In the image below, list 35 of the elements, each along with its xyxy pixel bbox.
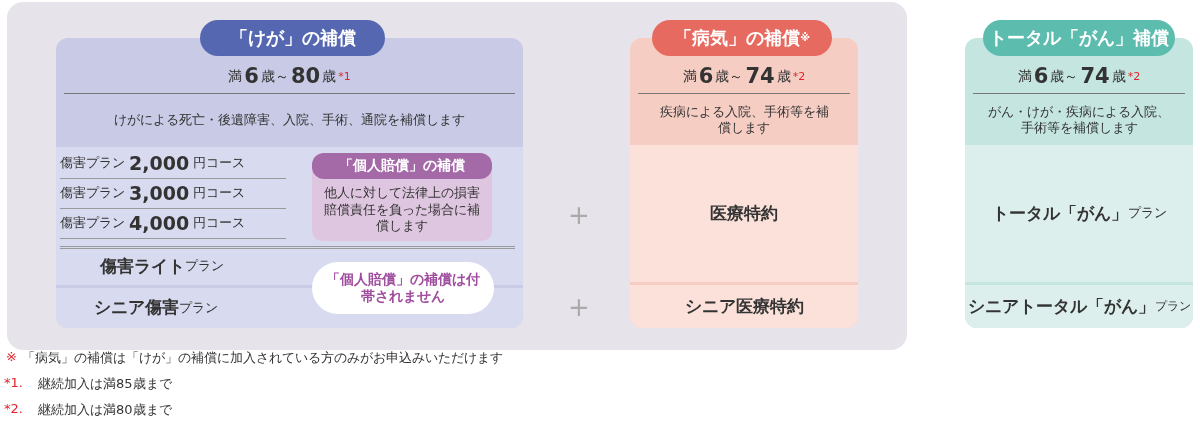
footnote-mark: *2. [4, 401, 23, 416]
plan-band [630, 285, 858, 328]
description: けがによる死亡・後遺障害、入院、手術、通院を補償します [113, 111, 466, 130]
heading-pill: 「個人賠償」の補償 [312, 153, 492, 179]
plan-name: トータル「がん」プラン [990, 201, 1168, 225]
footnote: 「病気」の補償は「けが」の補償に加入されている方のみがお申込みいただけます [22, 349, 503, 367]
description: 他人に対して法律上の損害賠償責任を負った場合に補償します [323, 183, 481, 236]
plus-sign: + [568, 200, 590, 230]
plan-band [965, 285, 1193, 328]
plan-band [56, 147, 523, 285]
footnote-mark: ※ [6, 349, 17, 364]
plan-band [965, 145, 1193, 282]
plan-name: シニアトータル「がん」プラン [966, 294, 1192, 318]
course-row: 傷害プラン 3,000 円コース [60, 179, 286, 209]
footnote: 継続加入は満85歳まで [38, 375, 172, 393]
footnote-mark: *1. [4, 375, 23, 390]
heading-text: トータル「がん」補償 [988, 25, 1170, 50]
plan-name: シニア傷害プラン [93, 296, 219, 320]
description: がん・けが・疾病による入院、手術等を補償します [987, 103, 1171, 137]
footnote: 継続加入は満80歳まで [38, 401, 172, 419]
plus-sign: + [568, 292, 590, 322]
note-pill [312, 262, 494, 314]
heading-text: 「病気」の補償$^{※}$ [673, 25, 811, 50]
heading-pill [200, 20, 385, 56]
plan-name: 医療特約 [709, 201, 779, 225]
course-row: 傷害プラン 4,000 円コース [60, 209, 286, 239]
plan-name: シニア医療特約 [683, 294, 805, 318]
heading-text: 「けが」の補償 [228, 25, 357, 50]
info-box [312, 153, 492, 241]
plan-band [630, 145, 858, 282]
heading-pill [983, 20, 1175, 56]
course-row: 傷害プラン 2,000 円コース [60, 149, 286, 179]
description: 疾病による入院、手術等を補償します [659, 103, 829, 137]
heading-pill [652, 20, 832, 56]
note-text: 「個人賠償」の補償は付帯されません [325, 270, 481, 306]
